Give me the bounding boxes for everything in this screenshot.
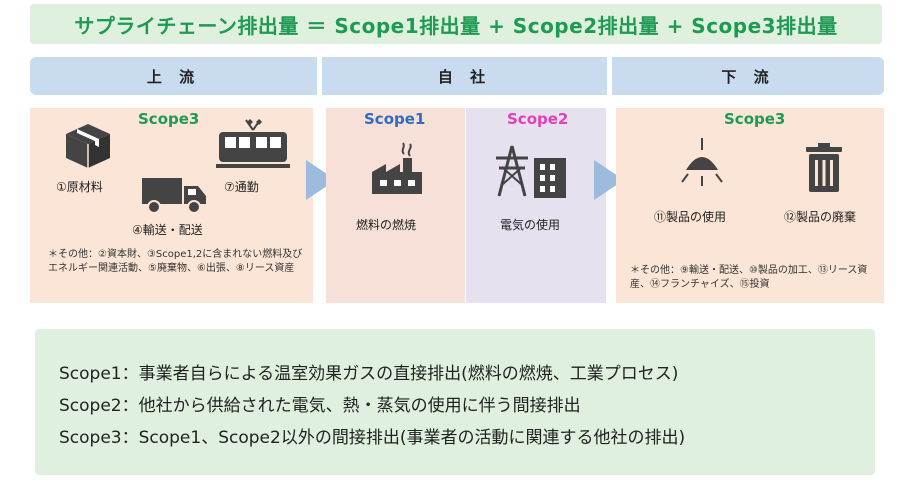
scope1-label: Scope1 (364, 110, 426, 128)
commuting-label: ⑦通勤 (224, 180, 259, 194)
scope2-definition: Scope2：他社から供給された電気、熱・蒸気の使用に伴う間接排出 (59, 396, 581, 416)
product-disposal-label: ⑫製品の廃棄 (784, 210, 857, 224)
truck-icon (142, 178, 206, 214)
scope1-panel: Scope1 燃料の燃焼 (326, 108, 465, 303)
box-icon (66, 124, 110, 168)
downstream-panel: Scope3 ⑪製品の使用 ⑫製品の廃棄 ＊その他：⑨輸送・配送、⑩製品の加工、… (616, 108, 884, 303)
scope3-definition: Scope3：Scope1、Scope2以外の間接排出(事業者の活動に関連する他… (59, 428, 686, 448)
product-use-label: ⑪製品の使用 (654, 210, 727, 224)
fuel-combustion-label: 燃料の燃焼 (356, 218, 417, 232)
page-title: サプライチェーン排出量 ＝ Scope1排出量 + Scope2排出量 + Sc… (74, 13, 838, 38)
scope2-label: Scope2 (507, 110, 569, 128)
trash-can-icon (806, 143, 842, 192)
factory-icon (372, 142, 422, 194)
upstream-scope3-label: Scope3 (138, 110, 200, 128)
downstream-scope3-label: Scope3 (724, 110, 786, 128)
upstream-panel: Scope3 ①原材料 ⑦通勤 ④輸送・配送 ＊その他：②資本財、③Scope1… (30, 108, 313, 303)
header-downstream: 下 流 (612, 57, 884, 95)
scope1-definition: Scope1：事業者自らによる温室効果ガスの直接排出(燃料の燃焼、工業プロセス) (59, 364, 679, 384)
title-banner: サプライチェーン排出量 ＝ Scope1排出量 + Scope2排出量 + Sc… (30, 4, 882, 44)
electricity-use-label: 電気の使用 (500, 218, 561, 232)
transport-label: ④輸送・配送 (132, 223, 203, 237)
header-own-company: 自 社 (322, 57, 607, 95)
upstream-others-note: ＊その他：②資本財、③Scope1,2に含まれない燃料及びエネルギー関連活動、⑤… (48, 249, 303, 274)
power-tower-building-icon (496, 145, 566, 198)
header-upstream: 上 流 (30, 57, 317, 95)
ceiling-lamp-icon (681, 138, 723, 186)
downstream-others-note: ＊その他：⑨輸送・配送、⑩製品の加工、⑬リース資産、⑭フランチャイズ、⑮投資 (630, 265, 868, 290)
scope2-panel: Scope2 電気の使用 (466, 108, 606, 303)
train-icon (216, 119, 290, 168)
raw-materials-label: ①原材料 (56, 180, 103, 194)
scope-definitions-box: Scope1：事業者自らによる温室効果ガスの直接排出(燃料の燃焼、工業プロセス)… (35, 329, 875, 475)
